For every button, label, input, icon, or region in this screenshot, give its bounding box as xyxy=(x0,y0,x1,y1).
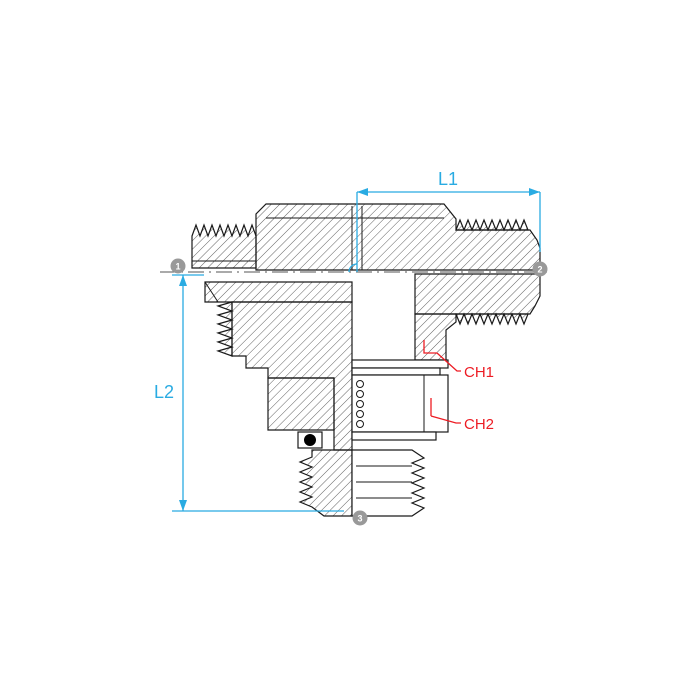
port-2-marker xyxy=(532,261,548,277)
flange-bevel xyxy=(204,281,219,303)
l2-arrow-bottom xyxy=(179,500,187,511)
l1-arrow-right xyxy=(529,188,540,196)
ch2-label: CH2 xyxy=(464,416,494,433)
locknut-right xyxy=(351,374,449,433)
center-arc-mark xyxy=(348,263,358,273)
port-3-number: 3 xyxy=(357,514,362,524)
port-3-marker xyxy=(352,510,368,526)
port-markers: 1 2 3 xyxy=(170,258,548,526)
bottom-thread-right xyxy=(351,449,426,517)
oring xyxy=(304,434,316,446)
l1-label: L1 xyxy=(438,169,458,189)
branch-flange xyxy=(204,281,353,303)
right-lower-body xyxy=(414,273,541,315)
detail-lines xyxy=(192,206,444,499)
bottom-thread-left xyxy=(298,449,353,517)
fitting-section xyxy=(191,203,541,517)
port-2-number: 2 xyxy=(537,265,542,275)
left-thread-profile xyxy=(191,223,257,269)
l1-arrow-left xyxy=(357,188,368,196)
ch1-hook xyxy=(423,340,437,354)
port-1-number: 1 xyxy=(175,262,180,272)
right-thread-teeth-top xyxy=(455,218,529,232)
ch1-label: CH1 xyxy=(464,364,494,381)
l2-label: L2 xyxy=(154,382,174,402)
thread-section-circles xyxy=(356,380,364,428)
port-1-marker xyxy=(170,258,186,274)
top-body xyxy=(255,203,541,271)
ch1-leader xyxy=(436,352,461,372)
locknut-left-section xyxy=(267,377,335,431)
right-thread-teeth-bottom xyxy=(455,312,529,326)
l2-arrow-top xyxy=(179,275,187,286)
dimension-arrows xyxy=(179,188,540,511)
locknut-washer xyxy=(351,431,437,441)
callout-leaders xyxy=(423,340,461,424)
branch-thread-teeth xyxy=(216,301,234,357)
backup-washer xyxy=(351,367,441,376)
dimension-lines xyxy=(172,191,541,512)
ch2-leader xyxy=(430,415,461,424)
fitting-exterior xyxy=(297,359,449,517)
retaining-washer xyxy=(351,359,449,369)
